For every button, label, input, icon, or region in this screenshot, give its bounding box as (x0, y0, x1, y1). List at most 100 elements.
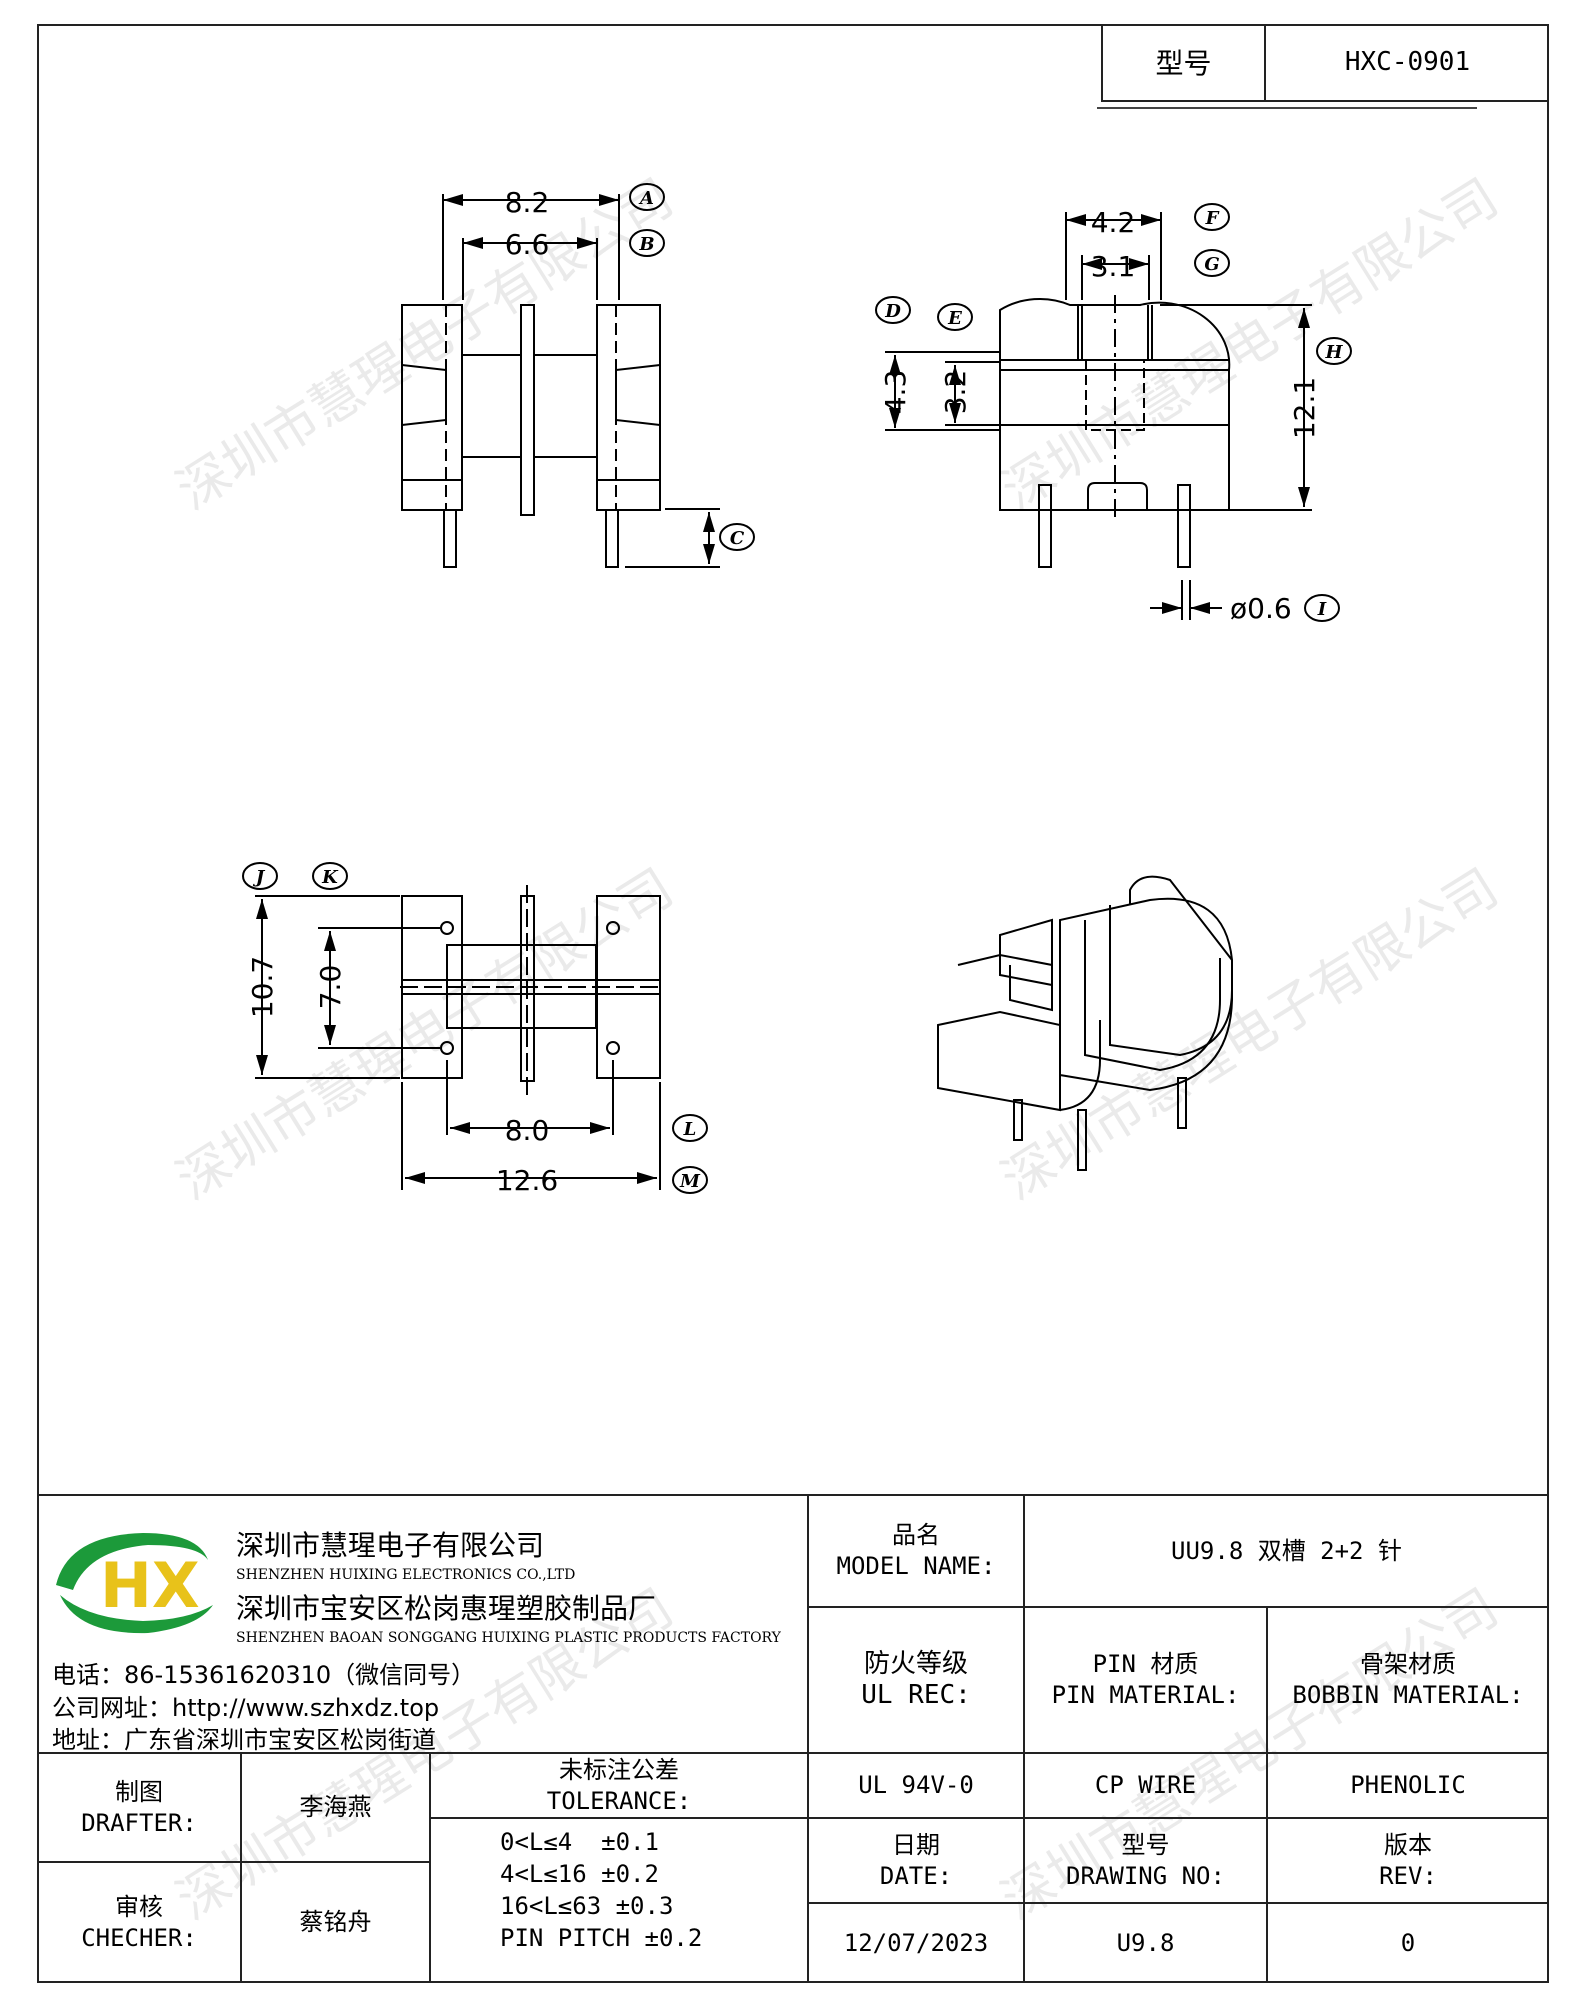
ul-rec-label: 防火等级 UL REC: (808, 1607, 1024, 1753)
svg-text:D: D (884, 301, 901, 322)
tolerance-en: TOLERANCE: (546, 1786, 692, 1815)
dim-h: 12.1 (1288, 377, 1321, 439)
dim-f: 4.2 (1091, 206, 1136, 239)
marker-b: B (629, 229, 665, 257)
company-website: 公司网址：http://www.szhxdz.top (52, 1694, 440, 1722)
svg-text:M: M (679, 1171, 701, 1192)
svg-text:A: A (638, 188, 654, 209)
marker-i: I (1304, 594, 1340, 622)
dim-i: ø0.6 (1230, 592, 1292, 625)
model-label: 型号 (1103, 24, 1266, 100)
checker-cn: 审核 (115, 1892, 163, 1921)
isometric-view (937, 875, 1233, 1171)
svg-text:L: L (683, 1119, 697, 1140)
dim-a: 8.2 (505, 186, 550, 219)
bobbin-material-cn: 骨架材质 (1360, 1650, 1456, 1678)
marker-k: K (312, 862, 348, 890)
drawing-no-value: U9.8 (1116, 1928, 1175, 1957)
ul-rec-en: UL REC: (861, 1680, 971, 1710)
drawing-no-cn: 型号 (1121, 1830, 1170, 1859)
pin-material-label: PIN 材质 PIN MATERIAL: (1024, 1607, 1267, 1753)
technical-drawing: 8.2 6.6 4.2 3.1 4.3 3.2 12.1 ø0.6 10.7 7… (242, 183, 1352, 1197)
date-label: 日期 DATE: (808, 1818, 1024, 1903)
dim-j: 10.7 (246, 956, 279, 1018)
model-box-underline (1097, 107, 1477, 109)
marker-c: C (719, 523, 755, 551)
checker-name: 蔡铭舟 (299, 1908, 372, 1936)
tolerance-line: PIN PITCH ±0.2 (500, 1924, 703, 1952)
tolerance-cn: 未标注公差 (559, 1755, 679, 1784)
bottom-view (255, 885, 662, 1190)
marker-h: H (1316, 337, 1352, 365)
model-box: 型号 HXC-0901 (1101, 24, 1549, 102)
tolerance-label: 未标注公差 TOLERANCE: (430, 1753, 808, 1818)
marker-l: L (672, 1114, 708, 1142)
svg-text:G: G (1204, 254, 1219, 275)
marker-f: F (1194, 203, 1230, 231)
model-name-label: 品名 MODEL NAME: (808, 1495, 1024, 1607)
drafter-name: 李海燕 (299, 1793, 372, 1821)
pin-material-en: PIN MATERIAL: (1051, 1681, 1240, 1709)
svg-text:K: K (321, 867, 339, 888)
dim-d: 4.3 (879, 370, 912, 415)
model-name-en: MODEL NAME: (836, 1552, 996, 1580)
factory-name-en: SHENZHEN BAOAN SONGGANG HUIXING PLASTIC … (236, 1630, 781, 1646)
checker-label: 审核 CHECHER: (37, 1862, 241, 1983)
dim-l: 8.0 (505, 1114, 550, 1147)
drafter-label: 制图 DRAFTER: (37, 1753, 241, 1862)
svg-text:F: F (1205, 208, 1220, 229)
company-phone: 电话：86-15361620310（微信同号） (52, 1661, 476, 1689)
pin-material-value: CP WIRE (1094, 1771, 1197, 1799)
company-logo: HX (48, 1515, 218, 1645)
company-name-cn: 深圳市慧瑆电子有限公司 (236, 1529, 545, 1562)
dim-m: 12.6 (496, 1164, 558, 1197)
tolerance-line: 4<L≤16 ±0.2 (500, 1860, 659, 1888)
factory-name-cn: 深圳市宝安区松岗惠瑆塑胶制品厂 (236, 1592, 657, 1625)
svg-text:I: I (1317, 599, 1327, 620)
rev-label: 版本 REV: (1267, 1818, 1549, 1903)
logo-letters: HX (100, 1549, 200, 1622)
model-name-cn: 品名 (892, 1521, 940, 1549)
drawing-no-en: DRAWING NO: (1066, 1861, 1225, 1890)
model-value: HXC-0901 (1344, 47, 1471, 77)
company-address: 地址：广东省深圳市宝安区松岗街道 (52, 1726, 436, 1754)
dim-b: 6.6 (505, 228, 550, 261)
drawing-no-label: 型号 DRAWING NO: (1024, 1818, 1267, 1903)
rev-cn: 版本 (1384, 1830, 1432, 1859)
drafter-en: DRAFTER: (81, 1808, 197, 1837)
marker-d: D (875, 296, 911, 324)
bobbin-material-label: 骨架材质 BOBBIN MATERIAL: (1267, 1607, 1549, 1753)
svg-text:J: J (253, 867, 266, 888)
dim-e: 3.2 (939, 370, 972, 415)
pin-material-cn: PIN 材质 (1092, 1650, 1199, 1678)
marker-e: E (937, 303, 973, 331)
front-view (401, 194, 720, 568)
side-view (885, 212, 1312, 620)
company-name-en: SHENZHEN HUIXING ELECTRONICS CO.,LTD (236, 1567, 576, 1583)
marker-a: A (629, 183, 665, 211)
rev-value: 0 (1400, 1928, 1416, 1957)
date-cn: 日期 (892, 1830, 940, 1859)
dim-k: 7.0 (314, 965, 347, 1010)
drawing-frame (37, 24, 1549, 1983)
bobbin-material-en: BOBBIN MATERIAL: (1292, 1681, 1524, 1709)
tolerance-line: 0<L≤4 ±0.1 (500, 1828, 659, 1856)
dim-g: 3.1 (1091, 250, 1136, 283)
svg-text:C: C (730, 528, 745, 549)
svg-text:H: H (1324, 342, 1343, 363)
drafter-cn: 制图 (115, 1777, 163, 1806)
svg-text:B: B (638, 234, 654, 255)
marker-g: G (1194, 249, 1230, 277)
bobbin-material-value: PHENOLIC (1350, 1771, 1466, 1799)
date-value: 12/07/2023 (843, 1928, 989, 1957)
ul-rec-value: UL 94V-0 (858, 1771, 974, 1799)
marker-m: M (672, 1166, 708, 1194)
model-name-value: UU9.8 双槽 2+2 针 (1171, 1536, 1402, 1565)
ul-rec-cn: 防火等级 (863, 1649, 968, 1679)
rev-en: REV: (1379, 1861, 1437, 1890)
svg-text:E: E (947, 308, 962, 329)
tolerance-line: 16<L≤63 ±0.3 (500, 1892, 674, 1920)
tolerance-table: 0<L≤4 ±0.1 4<L≤16 ±0.2 16<L≤63 ±0.3 PIN … (500, 1826, 800, 1954)
checker-en: CHECHER: (81, 1923, 197, 1952)
